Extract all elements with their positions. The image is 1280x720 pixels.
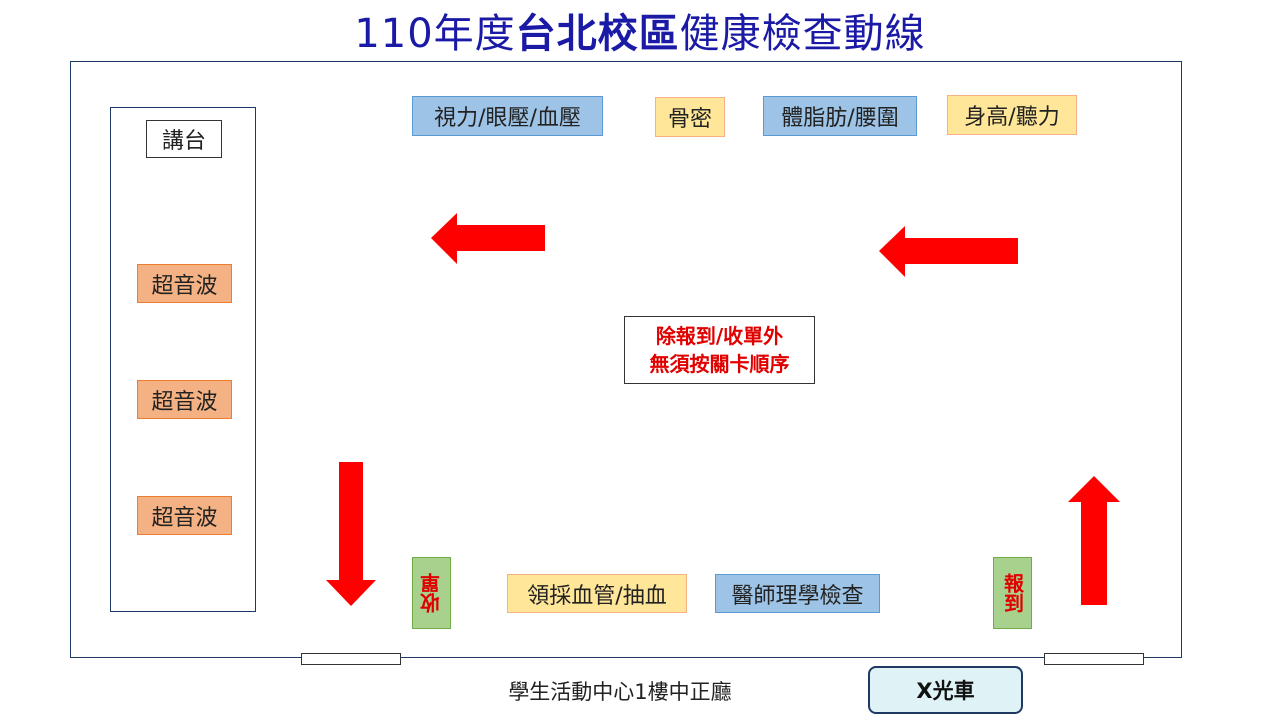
ultrasound-station-3: 超音波 [137,496,232,535]
station-height-hearing: 身高/聽力 [947,95,1077,135]
hall-outline [70,61,1182,658]
station-checkin: 報到 [993,557,1032,629]
notice-box: 除報到/收單外 無須按關卡順序 [624,316,815,384]
station-blood-draw: 領採血管/抽血 [507,574,687,613]
exit-door [301,653,401,665]
notice-line-1: 除報到/收單外 [655,324,784,348]
ultrasound-station-2: 超音波 [137,380,232,419]
podium-label: 講台 [146,120,222,158]
page-title: 110年度台北校區健康檢查動線 [0,8,1280,60]
arrow-up-right [1068,476,1120,605]
arrow-down-left [326,462,376,606]
station-vision-pressure: 視力/眼壓/血壓 [412,96,603,136]
station-physician-exam: 醫師理學檢查 [715,574,880,613]
notice-line-2: 無須按關卡順序 [649,352,790,376]
station-body-fat-waist: 體脂肪/腰圍 [763,96,917,136]
station-bone-density: 骨密 [655,97,725,137]
xray-vehicle: X光車 [868,666,1023,714]
title-campus: 台北校區 [515,11,680,57]
ultrasound-station-1: 超音波 [137,264,232,303]
arrow-left-upper-left [431,213,545,264]
title-prefix: 110年度 [354,11,516,57]
checkin-text: 報到 [1000,573,1025,613]
stage-outline [110,107,256,612]
arrow-left-upper-right [879,226,1018,277]
title-suffix: 健康檢查動線 [679,11,926,57]
location-label: 學生活動中心1樓中正廳 [508,680,732,704]
entrance-door [1044,653,1144,665]
